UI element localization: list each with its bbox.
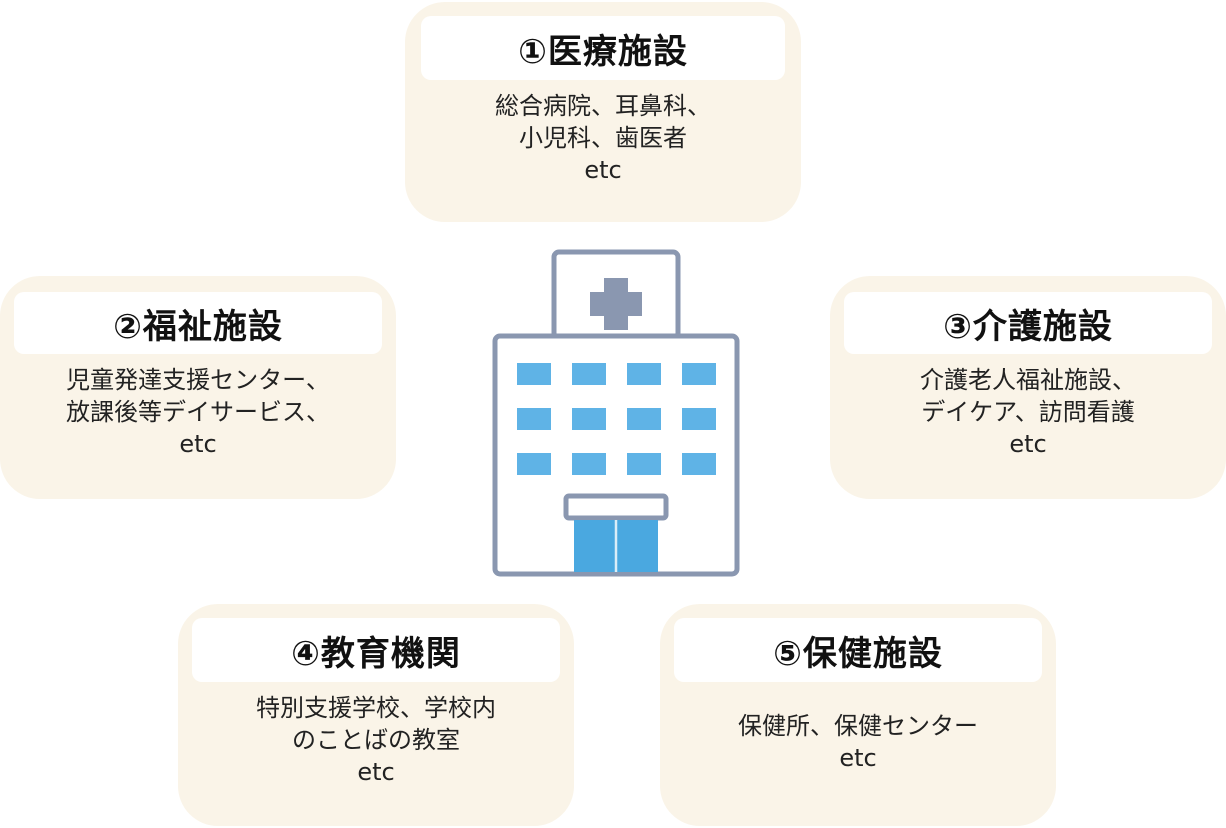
hospital-building-icon — [492, 249, 740, 577]
facility-card-medical: ①医療施設 総合病院、耳鼻科、 小児科、歯医者 etc — [405, 2, 801, 222]
facility-description: 特別支援学校、学校内 のことばの教室 etc — [178, 692, 574, 816]
facility-description-line: etc — [357, 758, 395, 786]
entrance-canopy — [563, 493, 669, 521]
facility-description-line: 介護老人福祉施設、 — [920, 366, 1136, 394]
window — [682, 453, 716, 475]
window — [572, 408, 606, 430]
facility-title: ④教育機関 — [192, 618, 560, 682]
window — [682, 408, 716, 430]
facility-description-line: のことばの教室 — [292, 726, 460, 754]
window — [627, 363, 661, 385]
window — [517, 408, 551, 430]
facility-description: 総合病院、耳鼻科、 小児科、歯医者 etc — [405, 90, 801, 212]
facility-title: ②福祉施設 — [14, 292, 382, 354]
facility-card-education: ④教育機関 特別支援学校、学校内 のことばの教室 etc — [178, 604, 574, 826]
facility-description-line: 放課後等デイサービス、 — [66, 398, 330, 426]
facility-description-line: 総合病院、耳鼻科、 — [495, 92, 711, 120]
facility-description-line: 小児科、歯医者 — [519, 124, 687, 152]
window — [572, 363, 606, 385]
facility-description-line: etc — [1009, 430, 1047, 458]
facility-description-line: デイケア、訪問看護 — [921, 398, 1135, 426]
hospital-windows — [517, 363, 716, 475]
window — [572, 453, 606, 475]
hospital-main-building — [492, 333, 740, 577]
facility-title: ①医療施設 — [421, 16, 785, 80]
facility-description: 介護老人福祉施設、 デイケア、訪問看護 etc — [830, 364, 1226, 489]
facility-card-nursing-care: ③介護施設 介護老人福祉施設、 デイケア、訪問看護 etc — [830, 276, 1226, 499]
facility-description-line: 保健所、保健センター — [738, 712, 978, 740]
window — [517, 363, 551, 385]
window — [517, 453, 551, 475]
facility-card-health: ⑤保健施設 保健所、保健センター etc — [660, 604, 1056, 826]
facility-description: 児童発達支援センター、 放課後等デイサービス、 etc — [0, 364, 396, 489]
facility-description-line: 特別支援学校、学校内 — [256, 694, 496, 722]
facility-description-line: 児童発達支援センター、 — [66, 366, 330, 394]
facility-title: ⑤保健施設 — [674, 618, 1042, 682]
window — [627, 408, 661, 430]
window — [682, 363, 716, 385]
facility-description-line: etc — [839, 744, 877, 772]
medical-cross-icon — [590, 278, 642, 330]
facility-description-line: etc — [584, 156, 622, 184]
facility-description-line: etc — [179, 430, 217, 458]
facility-title: ③介護施設 — [844, 292, 1212, 354]
facility-description: 保健所、保健センター etc — [660, 688, 1056, 796]
facility-card-welfare: ②福祉施設 児童発達支援センター、 放課後等デイサービス、 etc — [0, 276, 396, 499]
window — [627, 453, 661, 475]
